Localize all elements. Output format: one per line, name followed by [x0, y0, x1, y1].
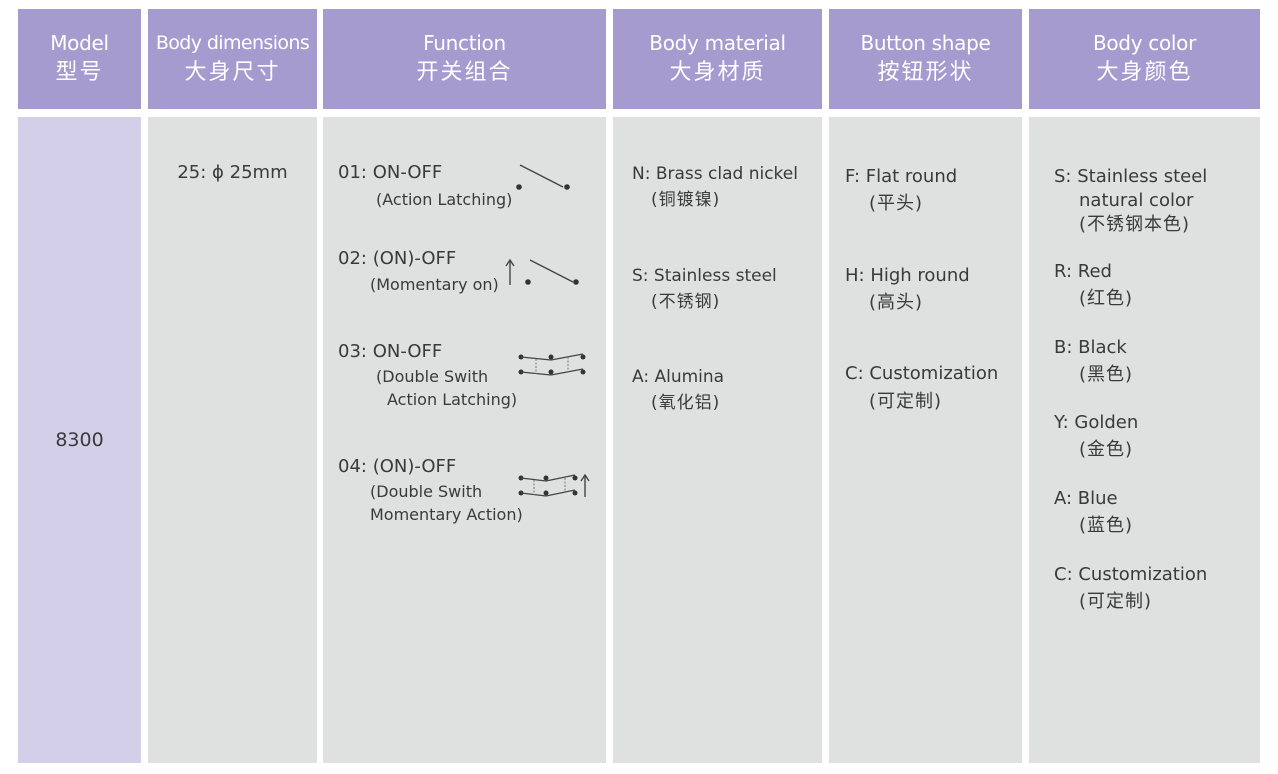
shape-c-zh: (可定制) — [869, 391, 943, 412]
dimensions-value: 25: ɸ 25mm — [177, 162, 288, 183]
function-03-desc-1: (Double Swith — [376, 367, 489, 386]
shape-h-en: H: High round — [845, 265, 970, 286]
function-03-code: 03: ON-OFF — [338, 341, 443, 362]
shape-c-en: C: Customization — [845, 363, 999, 384]
header-function-en: Function — [423, 31, 506, 55]
function-01-code: 01: ON-OFF — [338, 162, 443, 183]
header-button-shape-zh: 按钮形状 — [877, 60, 974, 85]
color-r-zh: (红色) — [1079, 288, 1134, 309]
shape-h-zh: (高头) — [869, 292, 924, 313]
material-n-zh: (铜镀镍) — [651, 190, 721, 210]
header-function: Function 开关组合 — [323, 9, 606, 109]
header-body-dimensions-en: Body dimensions — [155, 32, 310, 54]
color-s-en2: natural color — [1079, 190, 1194, 211]
color-y-en: Y: Golden — [1054, 412, 1139, 433]
shape-f-zh: (平头) — [869, 193, 924, 214]
color-r-en: R: Red — [1054, 261, 1112, 282]
material-n-en: N: Brass clad nickel — [632, 164, 798, 184]
function-02-desc: (Momentary on) — [370, 275, 499, 294]
function-01-desc: (Action Latching) — [376, 190, 513, 209]
shape-column: F: Flat round (平头) H: High round (高头) C:… — [829, 117, 1022, 763]
double-switch-momentary-icon — [518, 473, 590, 497]
material-a-zh: (氧化铝) — [651, 393, 721, 413]
material-a-en: A: Alumina — [632, 367, 725, 387]
header-button-shape-en: Button shape — [860, 31, 991, 55]
function-column: 01: ON-OFF (Action Latching) 02: (ON)-OF… — [323, 117, 606, 763]
header-body-dimensions: Body dimensions 大身尺寸 — [148, 9, 317, 109]
header-body-material-en: Body material — [649, 31, 786, 55]
model-column: 8300 — [18, 117, 141, 763]
header-body-material: Body material 大身材质 — [613, 9, 822, 109]
function-03-desc-2: Action Latching) — [387, 390, 518, 409]
function-04-desc-1: (Double Swith — [370, 482, 483, 501]
header-button-shape: Button shape 按钮形状 — [829, 9, 1022, 109]
header-body-color-en: Body color — [1092, 31, 1197, 55]
header-body-color-zh: 大身颜色 — [1096, 60, 1193, 85]
shape-f-en: F: Flat round — [845, 166, 958, 187]
header-body-dimensions-zh: 大身尺寸 — [184, 60, 281, 85]
header-function-zh: 开关组合 — [416, 60, 513, 85]
header-model-zh: 型号 — [55, 60, 104, 85]
function-04-desc-2: Momentary Action) — [370, 505, 523, 524]
switch-latching-icon — [516, 164, 570, 190]
function-04-code: 04: (ON)-OFF — [338, 456, 457, 477]
color-b-en: B: Black — [1054, 337, 1127, 358]
color-s-en: S: Stainless steel — [1054, 166, 1208, 187]
double-switch-latching-icon — [518, 353, 586, 376]
color-c-en: C: Customization — [1054, 564, 1208, 585]
color-c-zh: (可定制) — [1079, 591, 1153, 612]
color-s-zh: (不锈钢本色) — [1079, 214, 1191, 235]
material-s-en: S: Stainless steel — [632, 266, 777, 286]
header-body-color: Body color 大身颜色 — [1029, 9, 1260, 109]
function-02-code: 02: (ON)-OFF — [338, 248, 457, 269]
color-a-zh: (蓝色) — [1079, 515, 1134, 536]
material-column: N: Brass clad nickel (铜镀镍) S: Stainless … — [613, 117, 822, 763]
color-column: S: Stainless steel natural color (不锈钢本色)… — [1029, 117, 1260, 763]
switch-momentary-icon — [505, 258, 579, 285]
header-body-material-zh: 大身材质 — [669, 60, 766, 85]
color-y-zh: (金色) — [1079, 439, 1134, 460]
model-value: 8300 — [55, 429, 104, 451]
header-model-en: Model — [50, 31, 109, 55]
color-a-en: A: Blue — [1054, 488, 1118, 509]
color-b-zh: (黑色) — [1079, 364, 1134, 385]
material-s-zh: (不锈钢) — [651, 292, 721, 312]
header-model: Model 型号 — [18, 9, 141, 109]
dimensions-column: 25: ɸ 25mm — [148, 117, 317, 763]
